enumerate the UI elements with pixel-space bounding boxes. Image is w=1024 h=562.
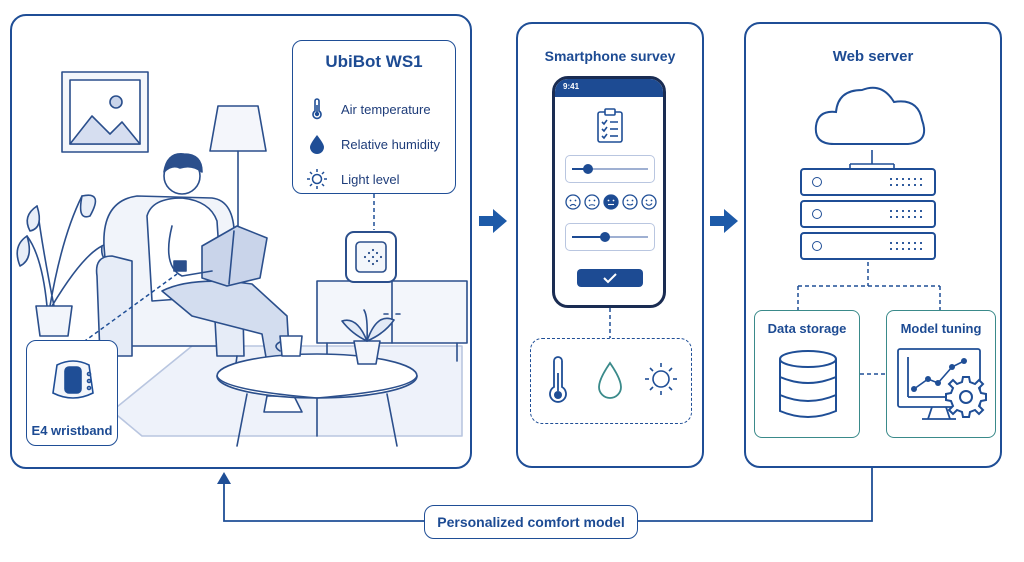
clipboard-icon <box>597 108 623 143</box>
sun-icon <box>645 363 677 395</box>
emoji-very-unhappy-icon[interactable] <box>565 194 581 210</box>
submit-button[interactable] <box>577 269 643 287</box>
server-led-icon <box>812 241 822 251</box>
sensor-callout: UbiBot WS1 Air temperature Relative humi… <box>292 40 456 194</box>
slider-fill <box>572 236 606 238</box>
slider-thumb[interactable] <box>583 164 594 174</box>
home-panel: UbiBot WS1 Air temperature Relative humi… <box>10 14 472 469</box>
sensor-item-label: Relative humidity <box>341 136 440 152</box>
database-icon <box>779 350 837 418</box>
survey-env-box <box>530 338 692 424</box>
slider-track <box>572 168 648 170</box>
data-storage-box: Data storage <box>754 310 860 438</box>
server-vent-icon <box>888 176 924 188</box>
server-fork-connector <box>797 262 941 310</box>
floor-lamp <box>209 105 267 152</box>
survey-title: Smartphone survey <box>544 48 676 64</box>
thermometer-icon <box>549 356 567 403</box>
sensor-item-air-temperature: Air temperature <box>305 97 431 121</box>
droplet-icon <box>598 361 622 399</box>
data-storage-label: Data storage <box>767 321 847 336</box>
survey-panel: Smartphone survey 9:41 <box>516 22 704 468</box>
smartphone: 9:41 <box>552 76 666 308</box>
living-room-illustration <box>16 71 468 447</box>
emoji-scale[interactable] <box>561 192 661 212</box>
server-led-icon <box>812 177 822 187</box>
sensor-item-relative-humidity: Relative humidity <box>305 132 440 156</box>
thermometer-icon <box>312 98 322 120</box>
phone-to-env-connector <box>609 308 611 338</box>
server-unit <box>800 200 936 228</box>
server-vent-icon <box>888 240 924 252</box>
server-panel: Web server Data storage <box>744 22 1002 468</box>
server-vent-icon <box>888 208 924 220</box>
sensor-item-light-level: Light level <box>305 167 400 191</box>
wristband-icon <box>52 360 94 399</box>
arrow-home-to-survey <box>479 209 507 233</box>
phone-time: 9:41 <box>563 82 580 91</box>
slider-fill <box>572 168 589 170</box>
model-tuning-box: Model tuning <box>886 310 996 438</box>
storage-tuning-connector <box>860 373 888 375</box>
check-icon <box>603 273 617 284</box>
server-unit <box>800 232 936 260</box>
emoji-very-happy-icon[interactable] <box>641 194 657 210</box>
cloud-icon <box>814 86 926 145</box>
slider-thumb[interactable] <box>600 232 611 242</box>
emoji-happy-icon[interactable] <box>622 194 638 210</box>
monitor-chart-gear-icon <box>897 348 987 420</box>
book <box>201 225 268 287</box>
sun-icon <box>307 169 327 189</box>
sensor-title: UbiBot WS1 <box>325 52 423 71</box>
wristband-callout: E4 wristband <box>26 340 118 446</box>
server-led-icon <box>812 209 822 219</box>
arrow-survey-to-server <box>710 209 738 233</box>
emoji-unhappy-icon[interactable] <box>584 194 600 210</box>
survey-slider-2[interactable] <box>565 223 655 251</box>
server-unit <box>800 168 936 196</box>
server-title: Web server <box>832 48 914 65</box>
sensor-item-label: Light level <box>341 171 400 187</box>
mug <box>279 335 303 357</box>
model-tuning-label: Model tuning <box>900 321 982 336</box>
survey-slider-1[interactable] <box>565 155 655 183</box>
personalized-model-label: Personalized comfort model <box>424 505 638 539</box>
coffee-table <box>216 353 418 399</box>
phone-status-bar: 9:41 <box>555 79 663 97</box>
sensor-item-label: Air temperature <box>341 101 431 117</box>
emoji-neutral-icon[interactable] <box>603 194 619 210</box>
wristband-label: E4 wristband <box>31 423 113 438</box>
droplet-icon <box>310 135 324 154</box>
